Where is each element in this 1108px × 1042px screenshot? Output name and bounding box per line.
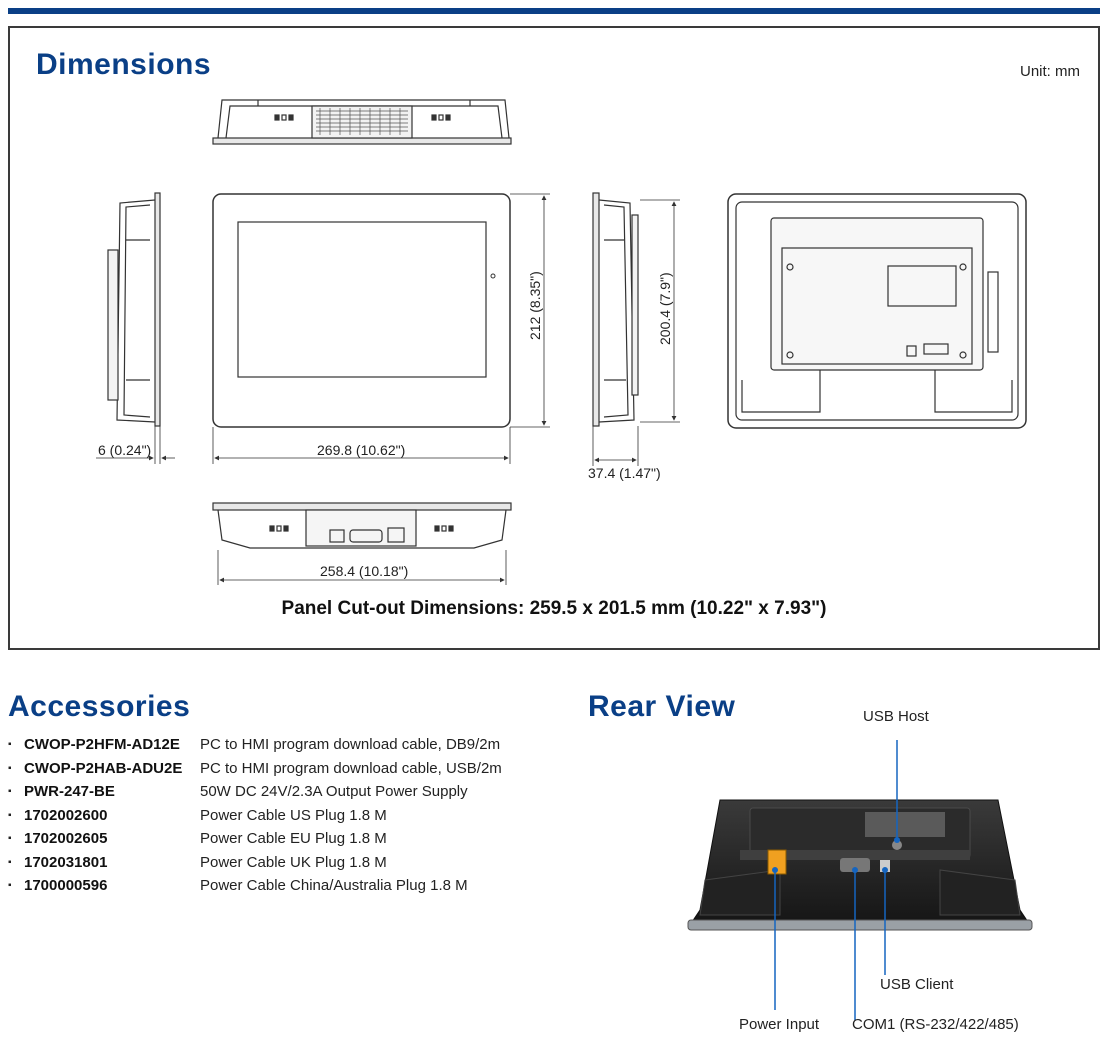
left-side-view-drawing: [107, 192, 161, 427]
accessory-code: 1702002605: [24, 830, 108, 848]
accessory-description: Power Cable UK Plug 1.8 M: [200, 853, 387, 871]
unit-label: Unit: mm: [1020, 63, 1080, 80]
accessory-item: ▪ 1702031801 Power Cable UK Plug 1.8 M: [8, 851, 502, 875]
accessory-code: 1702002600: [24, 806, 108, 824]
top-accent-bar: [8, 8, 1100, 14]
bullet-icon: ▪: [8, 809, 12, 821]
accessory-code: 1702031801: [24, 853, 108, 871]
dimension-drawings: 212 (8.35") 200.4 (7.9") 269.8 (10.62") …: [96, 99, 1027, 585]
accessory-description: PC to HMI program download cable, DB9/2m: [200, 736, 501, 754]
rear-view-drawing: [727, 193, 1027, 429]
accessory-description: Power Cable US Plug 1.8 M: [200, 806, 387, 824]
accessory-item: ▪ 1700000596 Power Cable China/Australia P…: [8, 874, 502, 898]
label-depth-right: 37.4 (1.47"): [588, 465, 661, 481]
bullet-icon: ▪: [8, 786, 12, 798]
accessories-title: Accessories: [8, 690, 191, 723]
accessory-item: ▪ PWR-247-BE 50W DC 24V/2.3A Output Power …: [8, 780, 502, 804]
right-side-view-drawing: [592, 192, 639, 427]
accessory-description: Power Cable China/Australia Plug 1.8 M: [200, 877, 468, 895]
top-view-drawing: [212, 99, 512, 145]
rear-view-title: Rear View: [588, 690, 736, 723]
dimensions-frame: [8, 26, 1100, 650]
dimension-lines: [96, 193, 680, 585]
front-view-drawing: [212, 193, 511, 428]
callout-usb-host: USB Host: [863, 708, 929, 725]
callout-com1: COM1 (RS-232/422/485): [852, 1016, 1019, 1033]
accessory-description: 50W DC 24V/2.3A Output Power Supply: [200, 783, 468, 801]
accessory-code: CWOP-P2HAB-ADU2E: [24, 759, 183, 777]
label-height-side: 200.4 (7.9"): [657, 272, 673, 345]
label-height-front: 212 (8.35"): [527, 271, 543, 340]
accessory-item: ▪ CWOP-P2HAB-ADU2E PC to HMI program downl…: [8, 757, 502, 781]
callout-power-input: Power Input: [739, 1016, 820, 1033]
accessory-item: ▪ 1702002600 Power Cable US Plug 1.8 M: [8, 804, 502, 828]
bullet-icon: ▪: [8, 739, 12, 751]
rear-view-photo: [687, 740, 1033, 1020]
accessory-code: 1700000596: [24, 877, 108, 895]
accessory-item: ▪ 1702002605 Power Cable EU Plug 1.8 M: [8, 827, 502, 851]
bullet-icon: ▪: [8, 762, 12, 774]
dimensions-title: Dimensions: [36, 48, 212, 81]
bottom-view-drawing: [212, 502, 512, 549]
bullet-icon: ▪: [8, 833, 12, 845]
bullet-icon: ▪: [8, 856, 12, 868]
accessory-code: PWR-247-BE: [24, 783, 115, 801]
accessory-item: ▪ CWOP-P2HFM-AD12E PC to HMI program downl…: [8, 733, 502, 757]
label-depth-left: 6 (0.24"): [98, 442, 151, 458]
callout-usb-client: USB Client: [880, 976, 954, 993]
label-width-front: 269.8 (10.62"): [317, 442, 405, 458]
bullet-icon: ▪: [8, 880, 12, 892]
label-width-bottom: 258.4 (10.18"): [320, 563, 408, 579]
panel-cutout-note: Panel Cut-out Dimensions: 259.5 x 201.5 …: [281, 598, 827, 619]
accessories-list: ▪ CWOP-P2HFM-AD12E PC to HMI program downl…: [8, 733, 502, 898]
accessory-description: Power Cable EU Plug 1.8 M: [200, 830, 387, 848]
accessory-description: PC to HMI program download cable, USB/2m: [200, 759, 502, 777]
accessory-code: CWOP-P2HFM-AD12E: [24, 736, 180, 754]
